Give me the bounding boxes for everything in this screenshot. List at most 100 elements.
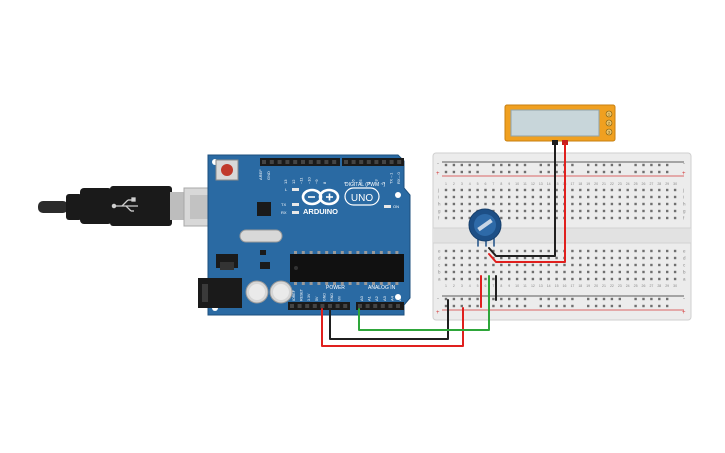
breadboard-hole[interactable] — [452, 195, 456, 199]
breadboard-hole[interactable] — [500, 277, 503, 281]
breadboard-hole[interactable] — [492, 195, 495, 199]
breadboard-hole[interactable] — [444, 209, 448, 213]
breadboard-hole[interactable] — [531, 188, 535, 192]
breadboard-hole[interactable] — [571, 297, 574, 301]
breadboard-hole[interactable] — [594, 297, 598, 301]
breadboard-hole[interactable] — [634, 209, 637, 213]
header-pin[interactable] — [332, 160, 337, 164]
header-pin[interactable] — [365, 304, 370, 308]
breadboard-hole[interactable] — [452, 277, 456, 281]
breadboard-hole[interactable] — [618, 202, 621, 206]
breadboard-hole[interactable] — [468, 163, 471, 167]
breadboard-hole[interactable] — [594, 263, 598, 267]
breadboard-hole[interactable] — [642, 202, 645, 206]
breadboard-hole[interactable] — [452, 216, 456, 220]
breadboard-hole[interactable] — [539, 209, 542, 213]
breadboard-hole[interactable] — [500, 216, 503, 220]
header-pin[interactable] — [351, 160, 356, 164]
breadboard-hole[interactable] — [673, 249, 677, 253]
breadboard-hole[interactable] — [508, 163, 511, 167]
breadboard-hole[interactable] — [666, 209, 669, 213]
breadboard-hole[interactable] — [673, 263, 677, 267]
breadboard-hole[interactable] — [476, 263, 479, 267]
header-pin[interactable] — [290, 304, 294, 308]
breadboard-hole[interactable] — [547, 195, 550, 199]
breadboard-hole[interactable] — [484, 270, 487, 274]
breadboard-hole[interactable] — [500, 249, 503, 253]
breadboard-hole[interactable] — [468, 263, 471, 267]
breadboard-hole[interactable] — [523, 195, 527, 199]
breadboard-hole[interactable] — [610, 202, 614, 206]
breadboard-hole[interactable] — [571, 202, 574, 206]
breadboard-hole[interactable] — [555, 249, 558, 253]
breadboard-hole[interactable] — [492, 304, 495, 308]
breadboard-hole[interactable] — [531, 270, 535, 274]
breadboard-hole[interactable] — [594, 249, 598, 253]
breadboard-hole[interactable] — [444, 163, 448, 167]
breadboard-hole[interactable] — [476, 304, 479, 308]
breadboard-hole[interactable] — [579, 256, 582, 260]
breadboard-hole[interactable] — [492, 263, 495, 267]
breadboard-hole[interactable] — [666, 170, 669, 174]
breadboard-hole[interactable] — [515, 202, 519, 206]
breadboard-hole[interactable] — [460, 277, 463, 281]
breadboard-hole[interactable] — [634, 216, 637, 220]
breadboard-hole[interactable] — [476, 188, 479, 192]
breadboard-hole[interactable] — [594, 209, 598, 213]
breadboard-hole[interactable] — [571, 163, 574, 167]
breadboard-hole[interactable] — [468, 202, 471, 206]
breadboard-hole[interactable] — [547, 277, 550, 281]
breadboard-hole[interactable] — [650, 249, 653, 253]
breadboard-hole[interactable] — [666, 256, 669, 260]
breadboard-hole[interactable] — [523, 297, 527, 301]
breadboard-hole[interactable] — [594, 195, 598, 199]
breadboard-hole[interactable] — [484, 263, 487, 267]
breadboard-hole[interactable] — [539, 163, 542, 167]
breadboard-hole[interactable] — [602, 216, 606, 220]
breadboard-hole[interactable] — [618, 297, 621, 301]
breadboard-hole[interactable] — [634, 297, 637, 301]
breadboard-hole[interactable] — [571, 256, 574, 260]
breadboard-hole[interactable] — [500, 170, 503, 174]
breadboard-hole[interactable] — [587, 170, 590, 174]
breadboard-hole[interactable] — [618, 188, 621, 192]
breadboard-hole[interactable] — [468, 216, 471, 220]
breadboard-hole[interactable] — [523, 304, 527, 308]
breadboard-hole[interactable] — [587, 216, 590, 220]
breadboard-hole[interactable] — [460, 304, 463, 308]
breadboard-hole[interactable] — [444, 270, 448, 274]
breadboard-hole[interactable] — [634, 263, 637, 267]
breadboard-hole[interactable] — [602, 163, 606, 167]
breadboard-hole[interactable] — [602, 195, 606, 199]
breadboard-hole[interactable] — [508, 249, 511, 253]
breadboard-hole[interactable] — [444, 216, 448, 220]
breadboard-hole[interactable] — [452, 163, 456, 167]
breadboard-hole[interactable] — [555, 202, 558, 206]
breadboard-hole[interactable] — [515, 163, 519, 167]
breadboard-hole[interactable] — [515, 297, 519, 301]
breadboard-hole[interactable] — [523, 256, 527, 260]
breadboard-hole[interactable] — [515, 188, 519, 192]
breadboard-hole[interactable] — [571, 216, 574, 220]
breadboard-hole[interactable] — [666, 163, 669, 167]
breadboard-hole[interactable] — [500, 297, 503, 301]
breadboard-hole[interactable] — [610, 195, 614, 199]
breadboard-hole[interactable] — [650, 256, 653, 260]
breadboard-hole[interactable] — [539, 188, 542, 192]
breadboard-hole[interactable] — [666, 202, 669, 206]
breadboard-hole[interactable] — [476, 249, 479, 253]
breadboard-hole[interactable] — [508, 263, 511, 267]
header-pin[interactable] — [301, 160, 305, 164]
breadboard-hole[interactable] — [610, 188, 614, 192]
breadboard-hole[interactable] — [658, 277, 661, 281]
breadboard-hole[interactable] — [658, 297, 661, 301]
breadboard-hole[interactable] — [673, 209, 677, 213]
breadboard-hole[interactable] — [460, 163, 463, 167]
breadboard-hole[interactable] — [555, 209, 558, 213]
breadboard-hole[interactable] — [460, 188, 463, 192]
breadboard-hole[interactable] — [650, 297, 653, 301]
breadboard-hole[interactable] — [602, 270, 606, 274]
breadboard-hole[interactable] — [634, 163, 637, 167]
breadboard-hole[interactable] — [594, 170, 598, 174]
breadboard-hole[interactable] — [492, 170, 495, 174]
